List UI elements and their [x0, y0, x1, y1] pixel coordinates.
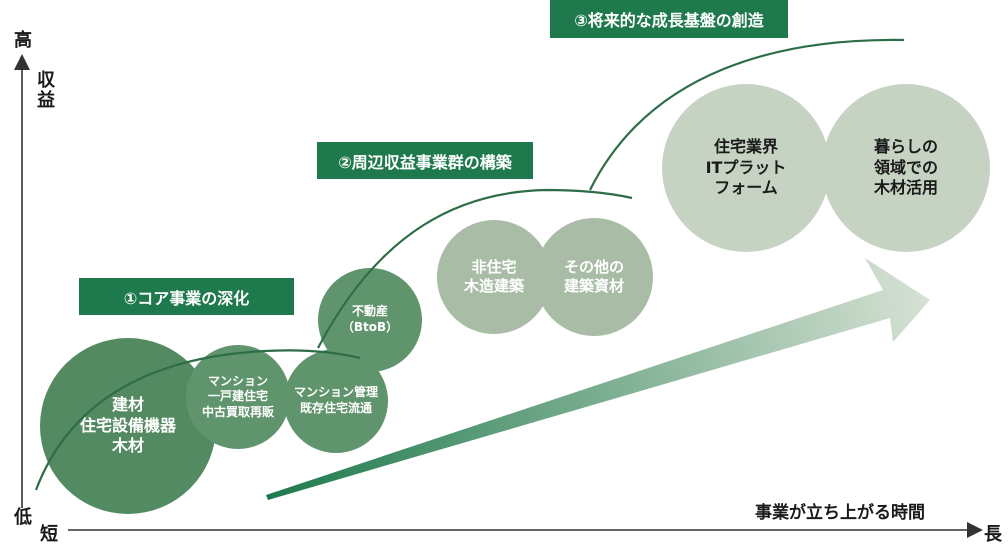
phase-label-future-foundation: ③将来的な成長基盤の創造 [550, 0, 788, 38]
curve-phase-3 [589, 38, 905, 191]
circle-other-building-materials [535, 218, 653, 336]
y-axis-title: 収益 [34, 70, 55, 110]
circle-condo-management [284, 349, 388, 453]
growth-arrow [266, 258, 930, 500]
circle-housing-it-platform [662, 84, 830, 252]
circle-condo-house-resale [186, 345, 290, 449]
curve-phase-1 [34, 349, 361, 491]
circle-wood-in-living [822, 84, 990, 252]
phase-label-core-deepening: ①コア事業の深化 [79, 278, 294, 315]
x-axis-long-label: 長 [984, 524, 1002, 545]
x-axis-title: 事業が立ち上がる時間 [755, 503, 925, 523]
x-axis-short-label: 短 [40, 524, 58, 545]
y-axis-low-label: 低 [14, 507, 32, 528]
phase-label-peripheral-building: ②周辺収益事業群の構築 [317, 142, 533, 179]
y-axis-high-label: 高 [14, 30, 32, 51]
circle-real-estate-btob [318, 268, 422, 372]
circle-core-building-materials [40, 338, 216, 514]
curve-phase-2 [317, 188, 633, 349]
circle-non-residential-wood [437, 220, 551, 334]
